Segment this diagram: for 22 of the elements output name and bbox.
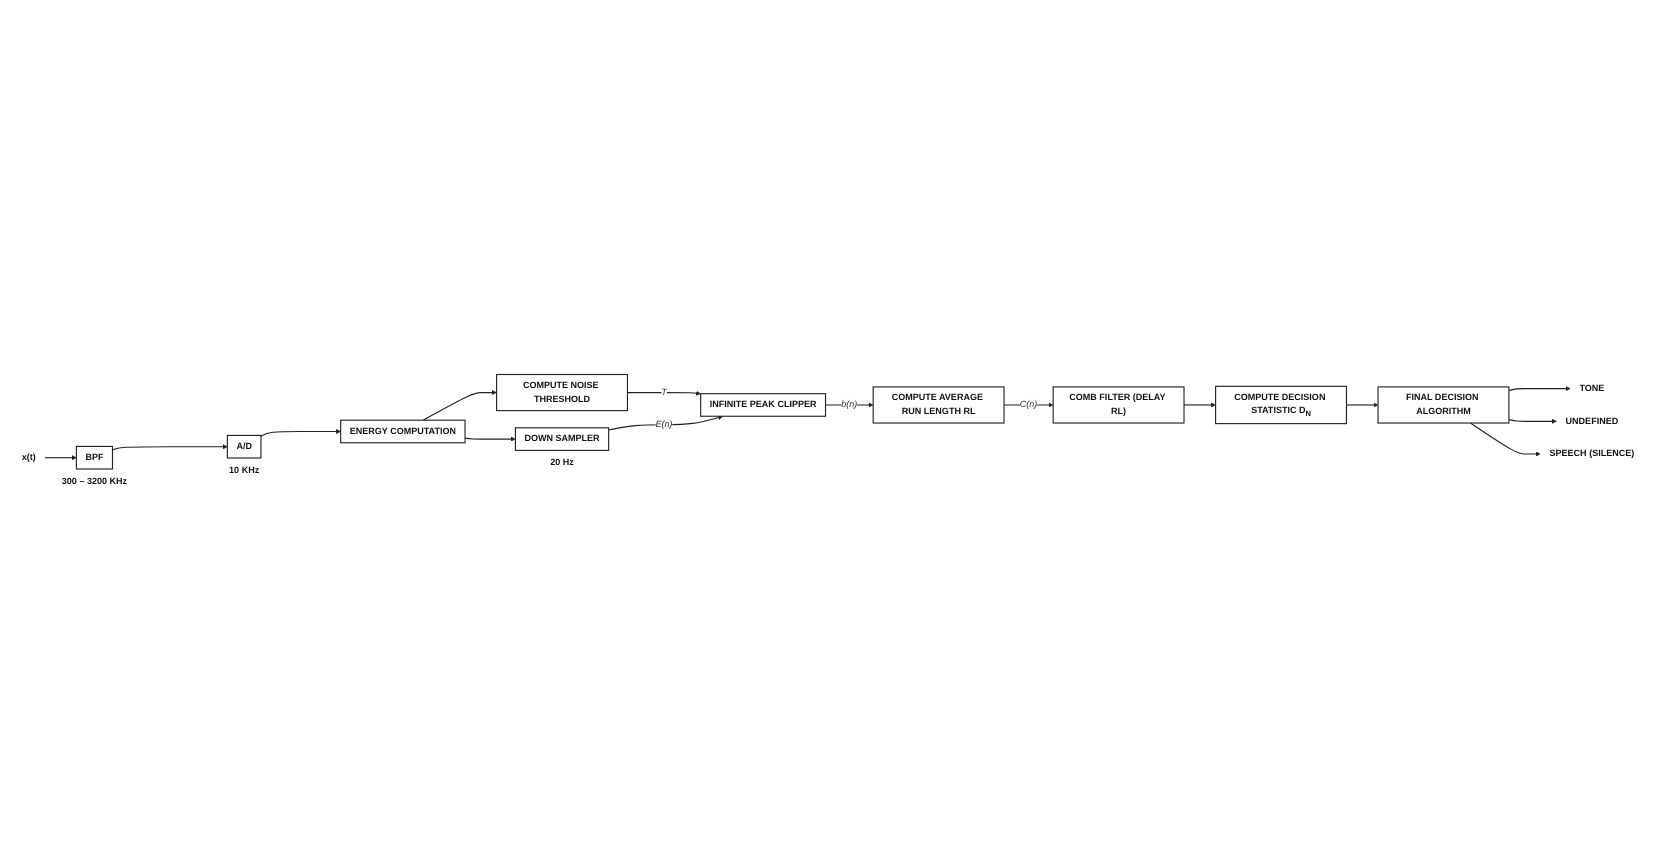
arrow (1508, 386, 1571, 392)
arrow (1508, 419, 1557, 425)
arrow (464, 437, 516, 443)
node-box (872, 387, 1005, 425)
node-box (1215, 386, 1348, 425)
arrow (260, 429, 341, 438)
arrow (44, 456, 77, 461)
arrow (626, 391, 701, 397)
node-box (1052, 387, 1185, 425)
arrow (111, 445, 228, 452)
arrow (1345, 403, 1379, 409)
node-box (496, 374, 629, 412)
node-box (514, 428, 610, 452)
node-box (1377, 387, 1510, 425)
node-box (75, 446, 114, 471)
node-box (340, 420, 466, 445)
arrow (608, 415, 724, 432)
arrow (1183, 403, 1216, 409)
node-box (226, 435, 262, 460)
arrow (1469, 423, 1541, 458)
arrow (422, 390, 497, 422)
node-box (700, 393, 827, 418)
